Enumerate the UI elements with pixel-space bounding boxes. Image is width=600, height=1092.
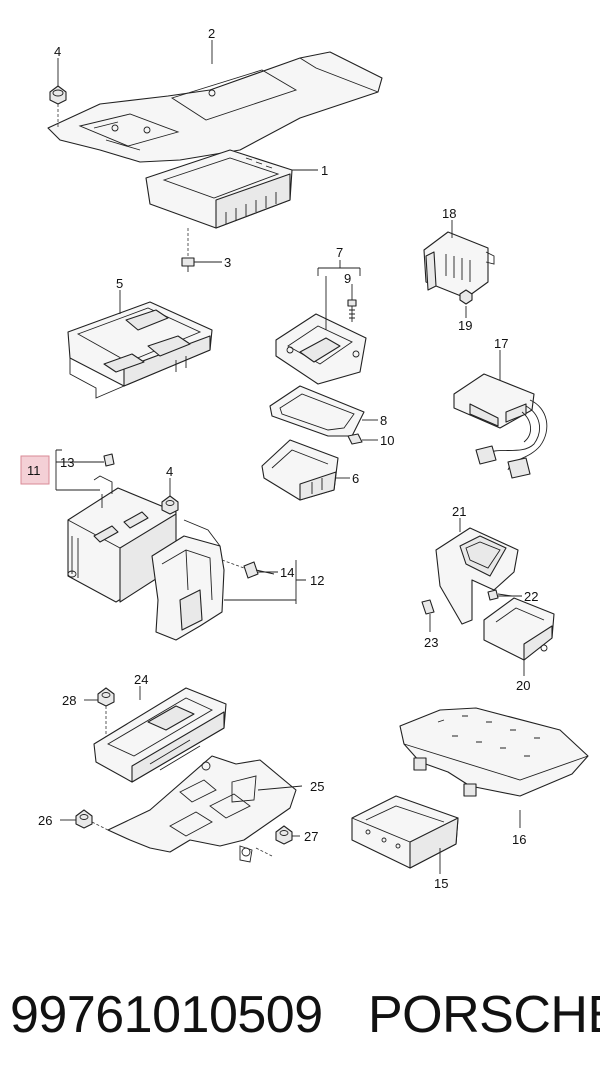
callout-4-top: 4 [54, 44, 61, 59]
part-16-tray [399, 707, 589, 797]
callout-18: 18 [442, 206, 456, 221]
callout-7: 7 [336, 245, 343, 260]
part-23-clip [421, 599, 435, 615]
part-24-module [93, 687, 227, 783]
part-17-module-harness [453, 373, 548, 479]
callout-8: 8 [380, 413, 387, 428]
highlight-box-11 [20, 455, 50, 485]
part-15-module [351, 795, 459, 869]
callout-3: 3 [224, 255, 231, 270]
callout-15: 15 [434, 876, 448, 891]
part-14-screw [221, 559, 275, 579]
callout-5: 5 [116, 276, 123, 291]
part-10-clip [347, 433, 363, 445]
callout-19: 19 [458, 318, 472, 333]
part-22-screw [487, 589, 513, 601]
part-19-nut [459, 289, 473, 305]
callout-13: 13 [60, 455, 74, 470]
part-13-clip [103, 453, 115, 467]
callout-25: 25 [310, 779, 324, 794]
part-18-sensor [423, 231, 495, 299]
part-2-tray [47, 51, 383, 163]
callout-11: 11 [27, 463, 41, 478]
part-20-module [483, 597, 555, 661]
callout-10: 10 [380, 433, 394, 448]
part-3-screw [181, 228, 195, 272]
callout-6: 6 [352, 471, 359, 486]
callout-1: 1 [321, 163, 328, 178]
part-27-nut [275, 825, 293, 845]
part-25-bracket [107, 755, 297, 863]
part-21-bracket [435, 527, 519, 625]
part-1-control-unit [145, 149, 293, 229]
part-11-control-unit [67, 475, 177, 603]
part-number: 99761010509 [10, 986, 323, 1044]
callout-22: 22 [524, 589, 538, 604]
parts-diagram: 2 4 1 3 5 7 9 8 10 6 18 19 17 11 13 4 14… [20, 26, 589, 891]
callout-24: 24 [134, 672, 148, 687]
callout-23: 23 [424, 635, 438, 650]
part-26-nut [75, 809, 109, 831]
callout-21: 21 [452, 504, 466, 519]
callout-9: 9 [344, 271, 351, 286]
callout-2: 2 [208, 26, 215, 41]
callout-20: 20 [516, 678, 530, 693]
footer: 99761010509 PORSCHE [0, 975, 600, 1055]
part-4-nut-left [161, 495, 179, 515]
leader-lines [55, 40, 525, 874]
callout-16: 16 [512, 832, 526, 847]
callout-27: 27 [304, 829, 318, 844]
part-5-control-unit [67, 301, 213, 399]
callout-4-left: 4 [166, 464, 173, 479]
part-12-bracket [151, 519, 225, 641]
callout-26: 26 [38, 813, 52, 828]
callout-12: 12 [310, 573, 324, 588]
part-6-module [261, 439, 339, 501]
part-8-gasket [269, 385, 365, 437]
brand-name: PORSCHE [368, 986, 600, 1044]
part-7-cover [275, 313, 367, 385]
callout-17: 17 [494, 336, 508, 351]
callout-28: 28 [62, 693, 76, 708]
callout-14: 14 [280, 565, 294, 580]
part-9-screw [347, 299, 357, 322]
